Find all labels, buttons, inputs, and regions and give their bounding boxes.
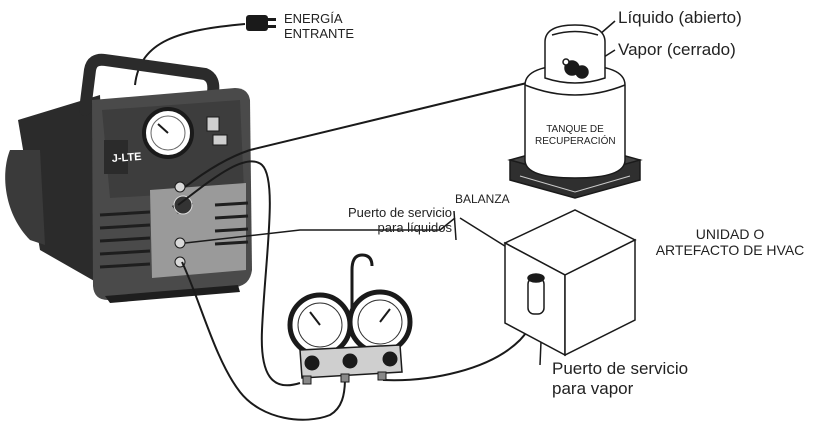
recovery-tank [507, 24, 643, 199]
power-label-line1: ENERGÍA [284, 11, 343, 26]
vapor-closed-label: Vapor (cerrado) [618, 40, 736, 59]
hvac-unit-label: UNIDAD O ARTEFACTO DE HVAC [650, 226, 810, 258]
power-plug-icon [246, 15, 276, 31]
liquid-port-label: Puerto de servicio para líquidos [330, 205, 452, 236]
recovery-machine [5, 53, 252, 303]
vapor-port-label-line2: para vapor [552, 378, 634, 398]
machine-brand: J-LTE [111, 151, 142, 165]
tank-label: TANQUE DE RECUPERACIÓN [535, 124, 616, 147]
hvac-unit [503, 209, 637, 357]
vapor-port-label: Puerto de servicio para vapor [552, 359, 688, 398]
power-cord [134, 23, 246, 86]
tank-label-line1: TANQUE DE [546, 124, 604, 135]
liquid-open-label: Líquido (abierto) [618, 8, 742, 27]
liquid-port-label-line2: para líquidos [377, 219, 452, 235]
tank-label-line2: RECUPERACIÓN [535, 135, 616, 147]
hvac-unit-label-line2: ARTEFACTO DE HVAC [655, 242, 805, 259]
power-label: ENERGÍA ENTRANTE [284, 11, 355, 42]
hvac-unit-label-line1: UNIDAD O [695, 226, 765, 242]
power-label-line2: ENTRANTE [284, 25, 355, 41]
liquid-port-label-line1: Puerto de servicio [347, 205, 452, 220]
manifold-gauge-set [287, 253, 413, 385]
scale-label: BALANZA [455, 192, 510, 206]
vapor-port-label-line1: Puerto de servicio [552, 359, 689, 378]
